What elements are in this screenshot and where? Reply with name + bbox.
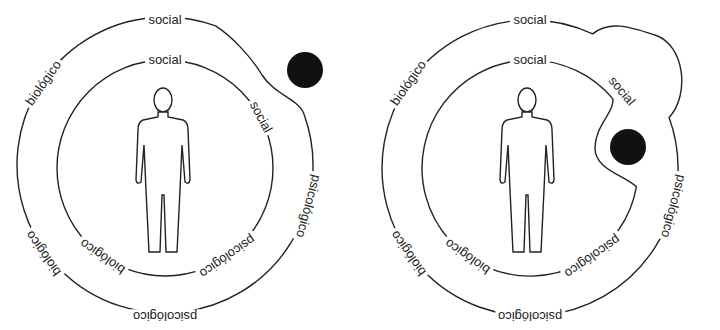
human-silhouette — [136, 88, 190, 252]
ring-label: biológico — [75, 234, 130, 279]
black-dot — [287, 52, 323, 88]
ring-label: social — [510, 53, 549, 67]
ring-label: social — [604, 71, 640, 110]
black-dot — [610, 129, 646, 165]
ring-label: biológico — [386, 56, 431, 111]
ring-label: psicológico — [657, 170, 689, 242]
ring-label: biológico — [440, 234, 495, 279]
outer-ring — [382, 20, 682, 316]
ring-label: social — [145, 13, 184, 27]
ring-label: psicológico — [559, 230, 625, 282]
ring-label: psicológico — [130, 309, 200, 323]
ring-label: social — [245, 97, 276, 138]
outer-ring — [17, 17, 313, 313]
ring-label: psicológico — [495, 309, 565, 323]
ring-label: biológico — [21, 225, 66, 280]
ring-label: psicológico — [194, 230, 260, 282]
left-figure — [17, 17, 323, 313]
ring-label: psicológico — [292, 170, 324, 242]
ring-label: biológico — [386, 225, 431, 280]
ring-label: biológico — [21, 56, 66, 111]
human-silhouette — [500, 88, 554, 252]
ring-label: social — [145, 53, 184, 67]
right-figure — [382, 20, 682, 316]
ring-label: social — [510, 13, 549, 27]
